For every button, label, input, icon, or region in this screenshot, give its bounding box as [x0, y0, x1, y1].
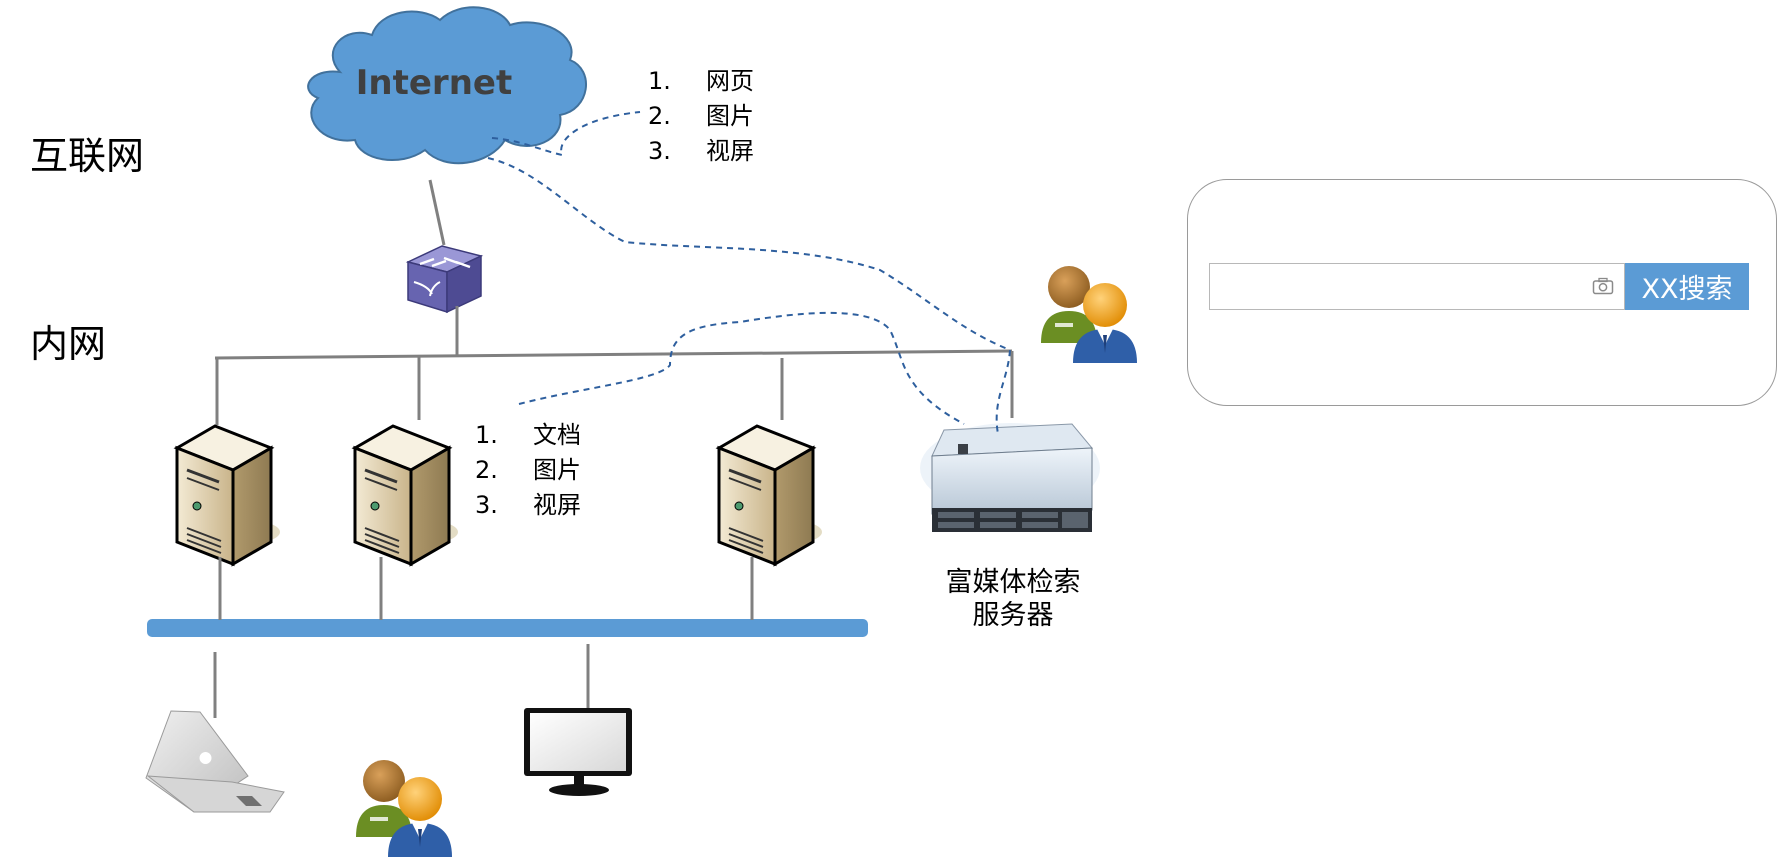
list-item-text: 图片 [533, 456, 581, 484]
user-group-admin [1041, 266, 1137, 363]
user-group-staff [356, 760, 452, 857]
list-item-number: 1. [648, 67, 671, 95]
internet-cloud: Internet [307, 6, 587, 165]
search-panel: XX搜索 [1187, 179, 1777, 406]
list-item: 1. 网页 [648, 64, 754, 99]
flow-internet-content [491, 111, 641, 157]
server-caption-line1: 富媒体检索 [945, 567, 1081, 598]
list-item: 2. 图片 [475, 453, 581, 488]
laptop [145, 710, 285, 813]
monitor [524, 708, 632, 796]
rich-media-search-server [920, 423, 1100, 532]
list-item: 2. 图片 [648, 99, 754, 134]
zone-label-intranet: 内网 [30, 322, 107, 366]
list-item-text: 视屏 [706, 137, 754, 165]
search-button[interactable]: XX搜索 [1625, 263, 1749, 310]
list-item-text: 网页 [706, 67, 754, 95]
camera-icon[interactable] [1592, 277, 1614, 295]
flow-intranet-to-server [518, 311, 965, 425]
tower-server-3 [717, 424, 824, 566]
list-item-number: 3. [475, 491, 498, 519]
zone-label-internet: 互联网 [30, 134, 145, 178]
server-caption-line2: 服务器 [972, 600, 1054, 631]
list-item-text: 文档 [533, 421, 581, 449]
list-item-text: 图片 [706, 102, 754, 130]
list-item: 1. 文档 [475, 418, 581, 453]
network-switch [405, 245, 484, 314]
tower-server-2 [353, 424, 460, 566]
tower-server-1 [175, 424, 282, 566]
cloud-label: Internet [356, 63, 512, 103]
flow-cloud-to-server [487, 157, 1012, 435]
list-item-number: 2. [648, 102, 671, 130]
list-item-text: 视屏 [533, 491, 581, 519]
intranet-content-list: 1. 文档 2. 图片 3. 视屏 [475, 418, 581, 523]
network-bus [147, 619, 868, 637]
list-item-number: 1. [475, 421, 498, 449]
server-caption: 富媒体检索 服务器 [913, 566, 1113, 632]
list-item-number: 3. [648, 137, 671, 165]
list-item: 3. 视屏 [475, 488, 581, 523]
internet-content-list: 1. 网页 2. 图片 3. 视屏 [648, 64, 754, 169]
list-item-number: 2. [475, 456, 498, 484]
list-item: 3. 视屏 [648, 134, 754, 169]
search-input[interactable] [1209, 263, 1625, 310]
